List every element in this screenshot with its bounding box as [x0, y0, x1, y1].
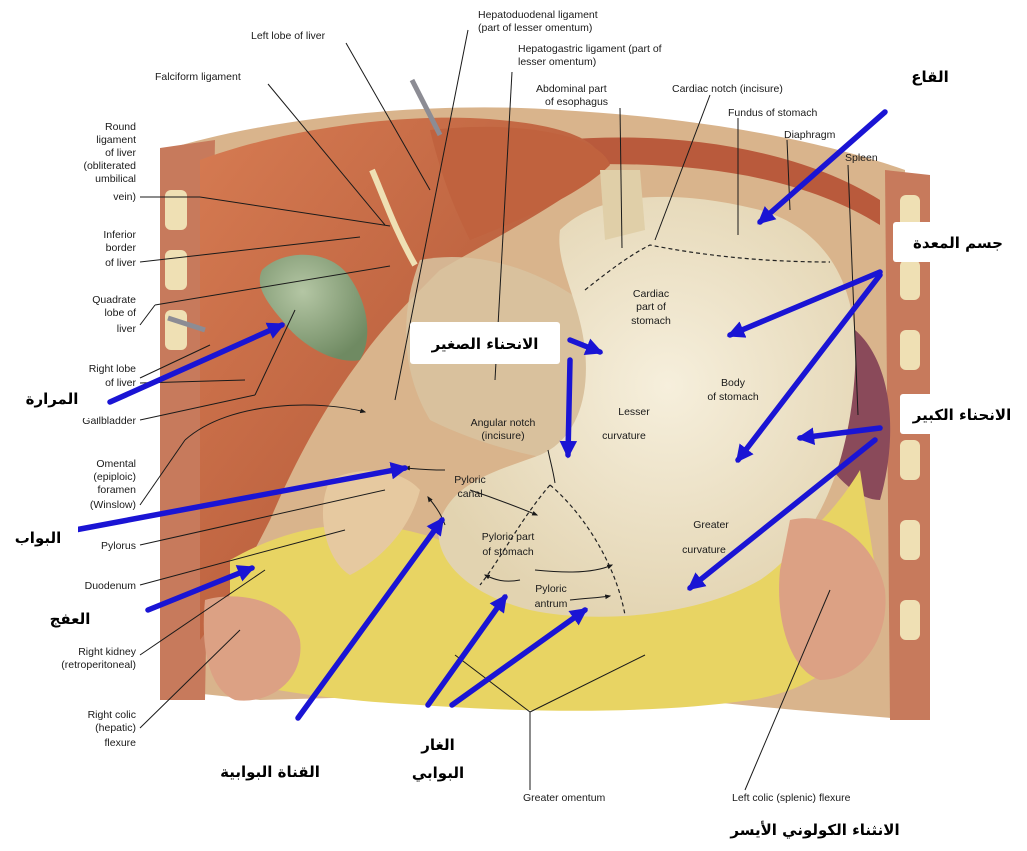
- label-cardiac-part-2: part of: [636, 301, 666, 313]
- ar-label-gallbladder: المرارة: [26, 390, 79, 408]
- label-hepatoduodenal-sub: (part of lesser omentum): [478, 22, 592, 34]
- label-inferior-2: border: [106, 242, 137, 254]
- label-inferior-3: of liver: [105, 257, 136, 269]
- label-left-colic: Left colic (splenic) flexure: [732, 792, 851, 804]
- label-pyloric-canal-2: canal: [457, 488, 482, 500]
- ar-box-pyloric-antrum: الغار البوابي: [383, 722, 493, 792]
- label-omental-3: foramen: [97, 484, 136, 496]
- label-left-lobe: Left lobe of liver: [251, 30, 326, 42]
- label-hepatogastric: Hepatogastric ligament (part of: [518, 43, 662, 55]
- ar-box-lesser-curvature: الانحناء الصغير: [410, 322, 560, 364]
- label-omental-2: (epiploic): [93, 471, 136, 483]
- ar-label-greater-curvature: الانحناء الكبير: [912, 406, 1011, 424]
- label-right-colic-2: (hepatic): [95, 722, 136, 734]
- ar-label-pyloric-antrum-2: البوابي: [412, 764, 464, 782]
- ar-label-pyloric-antrum-1: الغار: [420, 736, 455, 754]
- rib-segment: [900, 330, 920, 370]
- label-inferior-1: Inferior: [103, 229, 136, 241]
- ar-box-left-colic-flexure: الانثناء الكولوني الأيسر: [695, 810, 935, 848]
- ar-label-lesser-curvature: الانحناء الصغير: [431, 335, 539, 353]
- label-round-1: Round: [105, 121, 136, 133]
- label-greater-2: curvature: [682, 544, 726, 556]
- label-right-lobe-1: Right lobe: [89, 363, 136, 375]
- label-round-4: (obliterated: [83, 160, 136, 172]
- label-body-1: Body: [721, 377, 746, 389]
- label-greater-omentum: Greater omentum: [523, 792, 606, 804]
- esophagus: [600, 170, 645, 240]
- rib-segment: [165, 310, 187, 350]
- label-hepatogastric-sub: lesser omentum): [518, 56, 596, 68]
- label-right-lobe-2: of liver: [105, 377, 136, 389]
- rib-segment: [165, 250, 187, 290]
- label-cardiac-part-1: Cardiac: [633, 288, 669, 300]
- label-round-2: ligament: [96, 134, 136, 146]
- label-pyloric-antrum-2: antrum: [535, 598, 568, 610]
- label-body-2: of stomach: [707, 391, 759, 403]
- label-greater-1: Greater: [693, 519, 729, 531]
- label-right-colic-1: Right colic: [88, 709, 136, 721]
- ar-box-body: جسم المعدة: [893, 222, 1023, 262]
- label-pylorus: Pylorus: [101, 540, 136, 552]
- label-falciform: Falciform ligament: [155, 71, 241, 83]
- label-round-3: of liver: [105, 147, 136, 159]
- label-cardiac-notch: Cardiac notch (incisure): [672, 83, 783, 95]
- ar-box-greater-curvature: الانحناء الكبير: [900, 394, 1025, 434]
- label-fundus: Fundus of stomach: [728, 107, 817, 119]
- ar-label-pylorus: البواب: [15, 529, 62, 547]
- label-spleen: Spleen: [845, 152, 878, 164]
- label-right-kidney-1: Right kidney: [78, 646, 137, 658]
- label-pyloric-part-2: of stomach: [482, 546, 534, 558]
- label-right-kidney-2: (retroperitoneal): [61, 659, 136, 671]
- label-quadrate-3: liver: [117, 323, 137, 335]
- label-quadrate-1: Quadrate: [92, 294, 136, 306]
- label-pyloric-part-1: Pyloric part: [482, 531, 535, 543]
- ar-box-pyloric-canal: القناة البوابية: [200, 750, 340, 792]
- label-omental-1: Omental: [96, 458, 136, 470]
- ar-label-duodenum: العفج: [50, 610, 91, 628]
- ar-label-left-colic-flexure: الانثناء الكولوني الأيسر: [729, 821, 899, 839]
- label-lesser-2: curvature: [602, 430, 646, 442]
- label-right-colic-3: flexure: [104, 737, 136, 749]
- ar-box-fundus: القاع: [895, 57, 965, 95]
- rib-segment: [900, 600, 920, 640]
- label-cardiac-part-3: stomach: [631, 315, 671, 327]
- ar-label-body: جسم المعدة: [913, 234, 1003, 252]
- label-abdominal-esophagus-1: Abdominal part: [536, 83, 607, 95]
- arrow-lesser-2: [568, 360, 570, 455]
- rib-segment: [900, 260, 920, 300]
- label-round-5: umbilical: [95, 173, 136, 185]
- label-angular-2: (incisure): [481, 430, 524, 442]
- label-duodenum: Duodenum: [85, 580, 137, 592]
- ar-label-fundus: القاع: [911, 68, 948, 86]
- ar-box-gallbladder: المرارة: [5, 378, 100, 418]
- rib-segment: [900, 520, 920, 560]
- label-hepatoduodenal: Hepatoduodenal ligament: [478, 9, 598, 21]
- label-quadrate-2: lobe of: [104, 307, 136, 319]
- label-diaphragm: Diaphragm: [784, 129, 836, 141]
- label-omental-4: (Winslow): [90, 499, 136, 511]
- ar-box-pylorus: البواب: [0, 517, 78, 557]
- rib-segment: [165, 190, 187, 230]
- label-abdominal-esophagus-2: of esophagus: [545, 96, 608, 108]
- ar-label-pyloric-canal: القناة البوابية: [220, 763, 320, 781]
- ar-box-duodenum: العفج: [22, 600, 122, 636]
- label-pyloric-canal-1: Pyloric: [454, 474, 486, 486]
- rib-segment: [900, 440, 920, 480]
- label-round-6: vein): [113, 191, 136, 203]
- label-pyloric-antrum-1: Pyloric: [535, 583, 567, 595]
- label-lesser-1: Lesser: [618, 406, 650, 418]
- label-angular-1: Angular notch: [471, 417, 536, 429]
